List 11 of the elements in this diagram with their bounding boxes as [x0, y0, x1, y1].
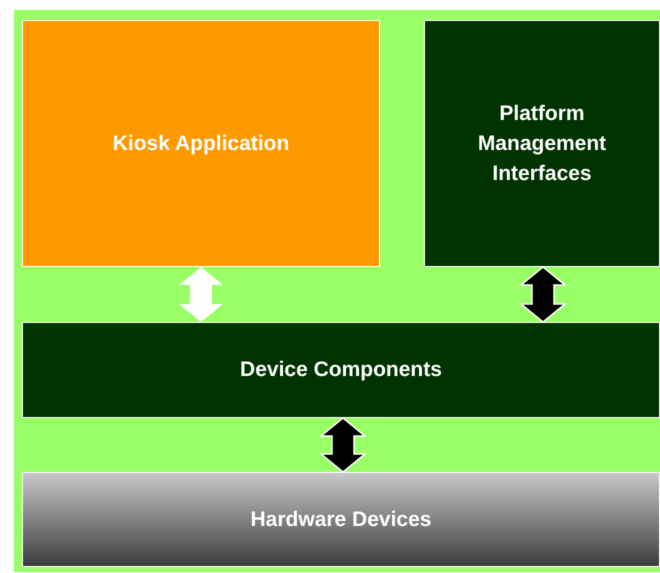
box-label: Device Components	[240, 357, 442, 383]
box-label: Hardware Devices	[250, 506, 432, 532]
application-box	[22, 20, 380, 267]
double-arrow	[518, 266, 568, 323]
double-arrow	[318, 417, 368, 473]
component-box	[22, 322, 660, 418]
box-label: Kiosk Application	[112, 130, 290, 156]
interface-box	[424, 20, 660, 267]
device-box	[22, 472, 660, 567]
double-arrow	[179, 267, 223, 322]
box-label: Platform Management Interfaces	[476, 100, 608, 186]
